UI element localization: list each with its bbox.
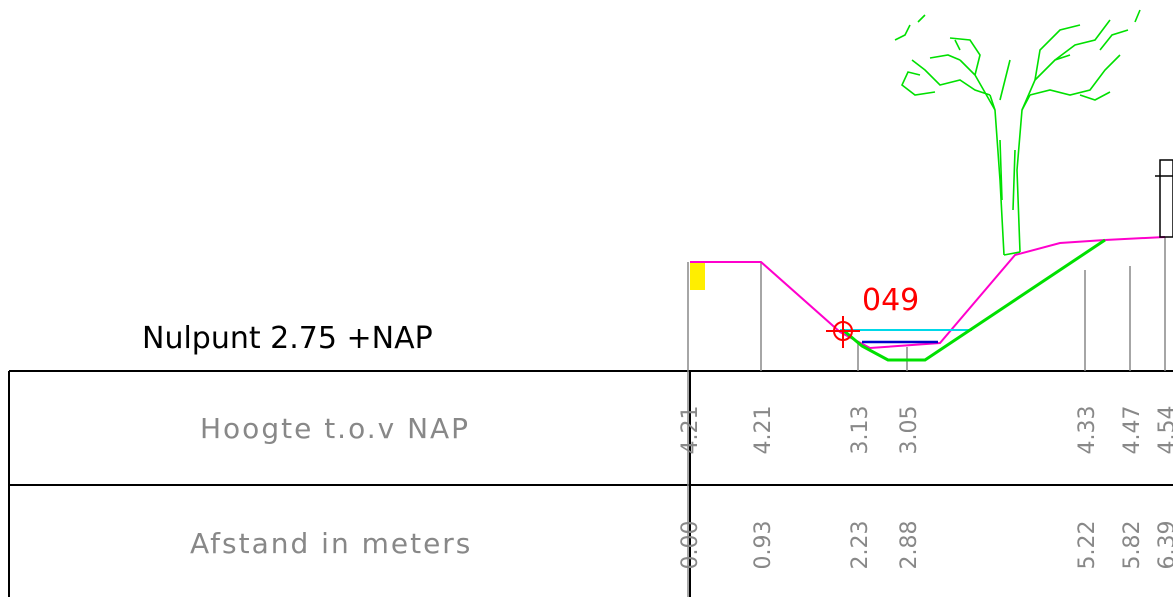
start-marker xyxy=(690,261,705,290)
datum-label: Nulpunt 2.75 +NAP xyxy=(142,321,433,356)
height-value: 4.47 xyxy=(1120,406,1145,455)
measurement-values: 4.21 0.00 4.21 0.93 3.13 2.23 3.05 2.88 4.33 5.22… xyxy=(678,406,1173,570)
distance-value: 5.82 xyxy=(1120,521,1145,570)
post-icon xyxy=(1155,159,1173,238)
survey-verticals xyxy=(687,237,1166,597)
design-profile-line xyxy=(842,238,1106,362)
distance-value: 6.39 xyxy=(1155,521,1173,570)
height-value: 4.54 xyxy=(1155,406,1173,455)
survey-marker-icon xyxy=(826,316,860,348)
height-value: 4.33 xyxy=(1075,406,1100,455)
height-row-label: Hoogte t.o.v NAP xyxy=(200,412,470,445)
distance-value: 2.88 xyxy=(897,521,922,570)
height-value: 3.05 xyxy=(897,406,922,455)
height-value: 4.21 xyxy=(678,406,703,455)
table-frame xyxy=(8,370,1173,597)
distance-row-label: Afstand in meters xyxy=(190,527,472,560)
measured-profile-line xyxy=(690,236,1166,350)
distance-value: 0.00 xyxy=(678,521,703,570)
distance-value: 5.22 xyxy=(1075,521,1100,570)
height-value: 3.13 xyxy=(848,406,873,455)
height-value: 4.21 xyxy=(751,406,776,455)
profile-id-label: 049 xyxy=(862,283,919,318)
tree-icon xyxy=(894,9,1141,256)
distance-value: 2.23 xyxy=(848,521,873,570)
distance-value: 0.93 xyxy=(751,521,776,570)
